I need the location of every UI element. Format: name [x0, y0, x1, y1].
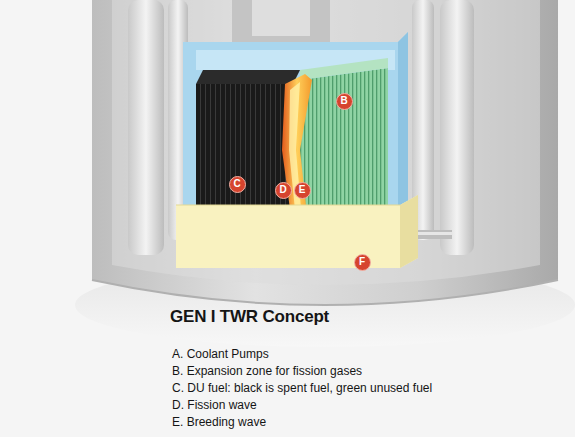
key-item: D. Fission wave [172, 398, 257, 412]
callout-circle: B [336, 93, 353, 110]
callout-letter: F [359, 257, 365, 267]
callout-circle: F [354, 254, 371, 271]
key-item: B. Expansion zone for fission gases [172, 364, 362, 378]
callout-letter: E [299, 185, 306, 195]
key-item: C. DU fuel: black is spent fuel, green u… [172, 381, 432, 395]
callout-letter: C [233, 179, 240, 189]
key-item: E. Breeding wave [172, 415, 266, 429]
callout-circle: E [294, 182, 311, 199]
callout-circle: D [275, 182, 292, 199]
diagram-title: GEN I TWR Concept [170, 307, 329, 327]
callout-letter: B [340, 96, 347, 106]
key-item: A. Coolant Pumps [172, 347, 269, 361]
callout-letter: D [279, 185, 286, 195]
callout-circle: C [229, 176, 246, 193]
